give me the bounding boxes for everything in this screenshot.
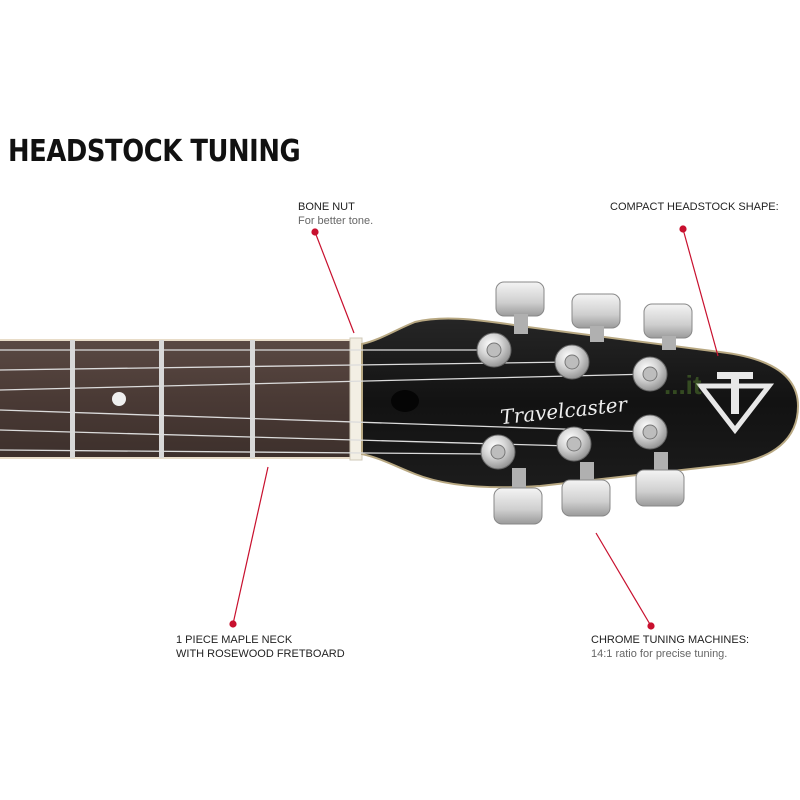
tuning-posts [476,332,668,470]
headstock [361,317,800,489]
fret [70,340,75,458]
callout-lines [229,225,719,630]
fretboard [0,337,363,461]
callout-subtext: 14:1 ratio for precise tuning. [591,648,728,660]
callout-heading: BONE NUT [298,201,355,213]
callout-heading-line1: 1 PIECE MAPLE NECK [176,634,293,646]
callout-chrome-tuners: CHROME TUNING MACHINES: 14:1 ratio for p… [591,633,749,661]
fret [159,340,164,458]
callout-heading: COMPACT HEADSTOCK SHAPE: [610,201,779,213]
callout-heading-line2: WITH ROSEWOOD FRETBOARD [176,648,345,660]
callout-heading: CHROME TUNING MACHINES: [591,634,750,646]
page-title: HEADSTOCK TUNING [8,134,301,169]
brand-logo [695,372,775,435]
strings [0,349,651,455]
tuner-keys-bottom [493,452,685,525]
callout-compact-headstock: COMPACT HEADSTOCK SHAPE: [610,200,779,214]
callout-maple-neck: 1 PIECE MAPLE NECK WITH ROSEWOOD FRETBOA… [176,633,345,661]
fret-inlay-dot [112,392,126,406]
bone-nut [349,337,363,461]
tuner-keys-top [495,281,693,350]
callout-subtext: For better tone. [298,215,374,227]
callout-bone-nut: BONE NUT For better tone. [298,200,373,228]
watermark: ...it [664,370,702,400]
fret [250,340,255,458]
